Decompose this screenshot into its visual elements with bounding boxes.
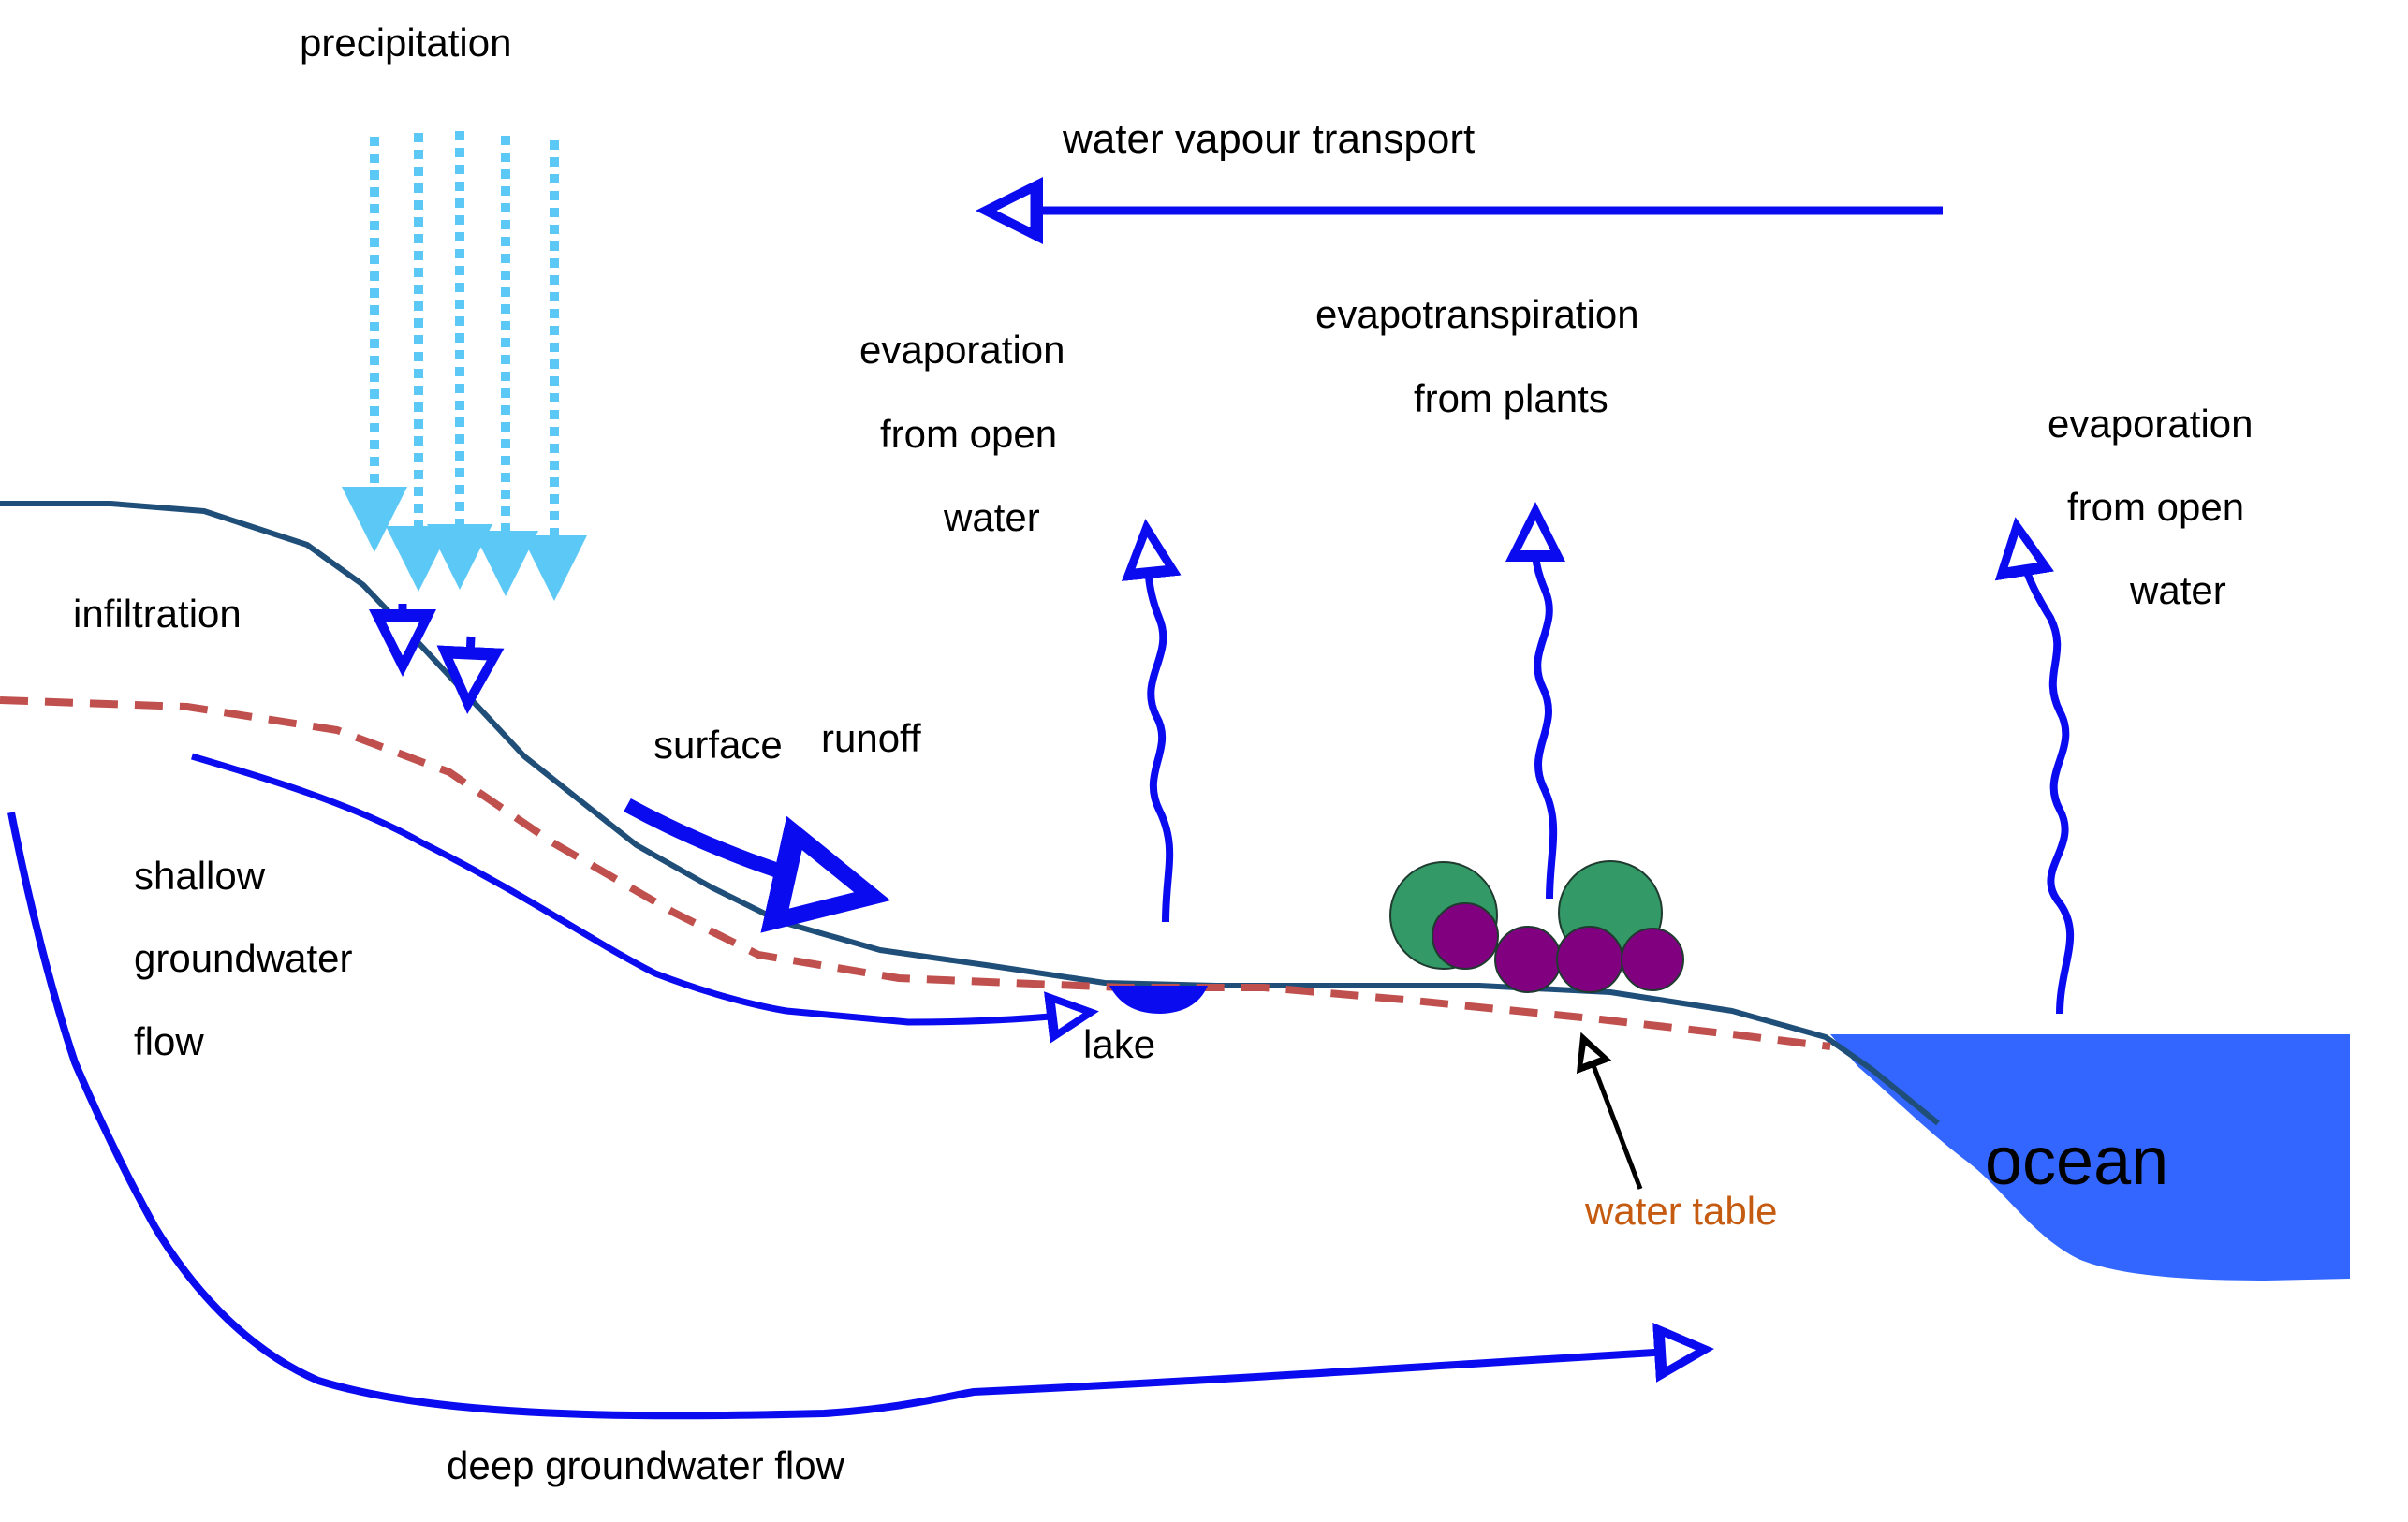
shallow-groundwater-flow-label-line3: flow [134,1019,204,1063]
evapotranspiration-label-line1: evapotranspiration [1315,292,1639,336]
ocean-body [1830,1034,2350,1281]
water-table-pointer-arrow [1576,1032,1643,1190]
evaporation-lake-label-line1: evaporation [859,328,1065,372]
shrub [1432,902,1499,970]
evaporation-ocean-label-line3: water [2129,568,2226,612]
evaporation-ocean-label-line1: evaporation [2048,402,2254,446]
water-table-label: water table [1584,1189,1777,1233]
water-vapour-transport-label: water vapour transport [1062,116,1475,162]
deep-groundwater-flow-label: deep groundwater flow [447,1443,845,1487]
ground-surface-line [0,501,1940,1126]
shrub [1556,926,1623,993]
runoff-label: runoff [821,716,921,760]
shrub [1621,928,1684,991]
evaporation-lake-arrow [1121,519,1182,923]
water-table-line [0,696,1831,1050]
evapotranspiration-label-line2: from plants [1414,376,1608,420]
shrub [1494,926,1562,993]
shallow-groundwater-flow-label-line1: shallow [134,854,266,898]
evaporation-ocean-arrow [1994,517,2075,1015]
evaporation-lake-label-line2: from open [880,412,1057,456]
evapotranspiration-arrow [1505,502,1565,900]
surface-runoff-arrow [624,798,891,933]
precipitation-arrows [342,131,587,601]
plants [1389,860,1684,993]
ocean-label: ocean [1985,1124,2168,1199]
lake-label: lake [1083,1022,1155,1066]
shallow-groundwater-flow-label-line2: groundwater [134,936,352,980]
surface-label: surface [653,723,783,767]
shallow-groundwater-flow-arrow [191,753,1099,1044]
lake [1109,986,1208,1014]
evaporation-ocean-label-line2: from open [2067,485,2244,529]
infiltration-label: infiltration [73,592,242,636]
deep-groundwater-flow-arrow [7,812,1714,1420]
evaporation-lake-label-line3: water [943,495,1040,539]
infiltration-arrow [436,636,505,714]
precipitation-label: precipitation [300,21,511,65]
